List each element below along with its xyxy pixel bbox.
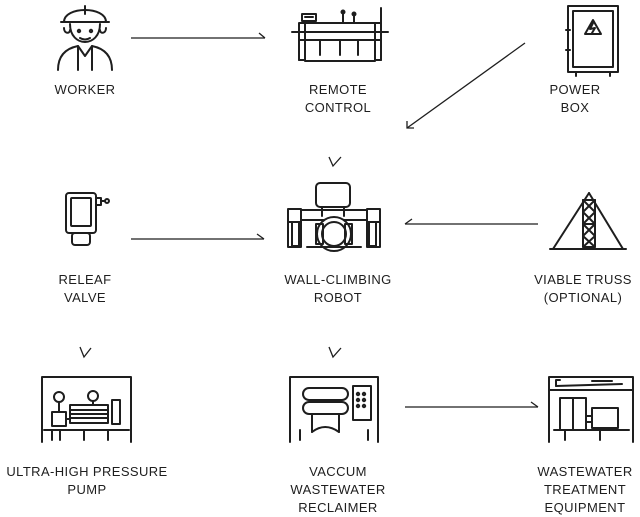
truss-icon (549, 192, 627, 250)
reclaimer-icon (289, 376, 379, 443)
label-worker: WORKER (54, 82, 116, 97)
edge-power-box-to-robot (406, 42, 526, 129)
label-wastewater-treatment-equipment: WASTEWATER TREATMENT EQUIPMENT (537, 464, 633, 515)
pump-icon (41, 376, 132, 443)
label-ultra-high-pressure-pump: ULTRA-HIGH PRESSURE PUMP (6, 464, 168, 497)
remote-control-icon (291, 7, 389, 62)
label-wall-climbing-robot: WALL-CLIMBING ROBOT (284, 272, 392, 305)
label-vaccum-wastewater-reclaimer: VACCUM WASTEWATER RECLAIMER (290, 464, 386, 515)
relief-valve-icon (65, 192, 110, 246)
label-viable-truss: VIABLE TRUSS (OPTIONAL) (534, 272, 632, 305)
edge-relief-valve-to-robot (131, 233, 265, 240)
edges (79, 32, 539, 408)
edge-robot-to-reclaimer (328, 346, 342, 359)
edge-worker-to-remote-control (131, 32, 266, 39)
label-relief-valve: RELEAF VALVE (58, 272, 112, 305)
edge-truss-to-robot (404, 218, 538, 225)
edge-relief-valve-to-pump (79, 346, 92, 359)
treatment-equipment-icon (548, 376, 634, 443)
edge-reclaimer-to-treatment (405, 401, 539, 408)
edge-remote-control-to-robot (328, 156, 342, 168)
label-remote-control: REMOTE CONTROL (304, 82, 372, 115)
wall-climbing-robot-icon (287, 182, 381, 252)
power-box-icon (565, 5, 619, 77)
worker-icon (57, 5, 113, 71)
label-power-box: POWER BOX (549, 82, 601, 115)
